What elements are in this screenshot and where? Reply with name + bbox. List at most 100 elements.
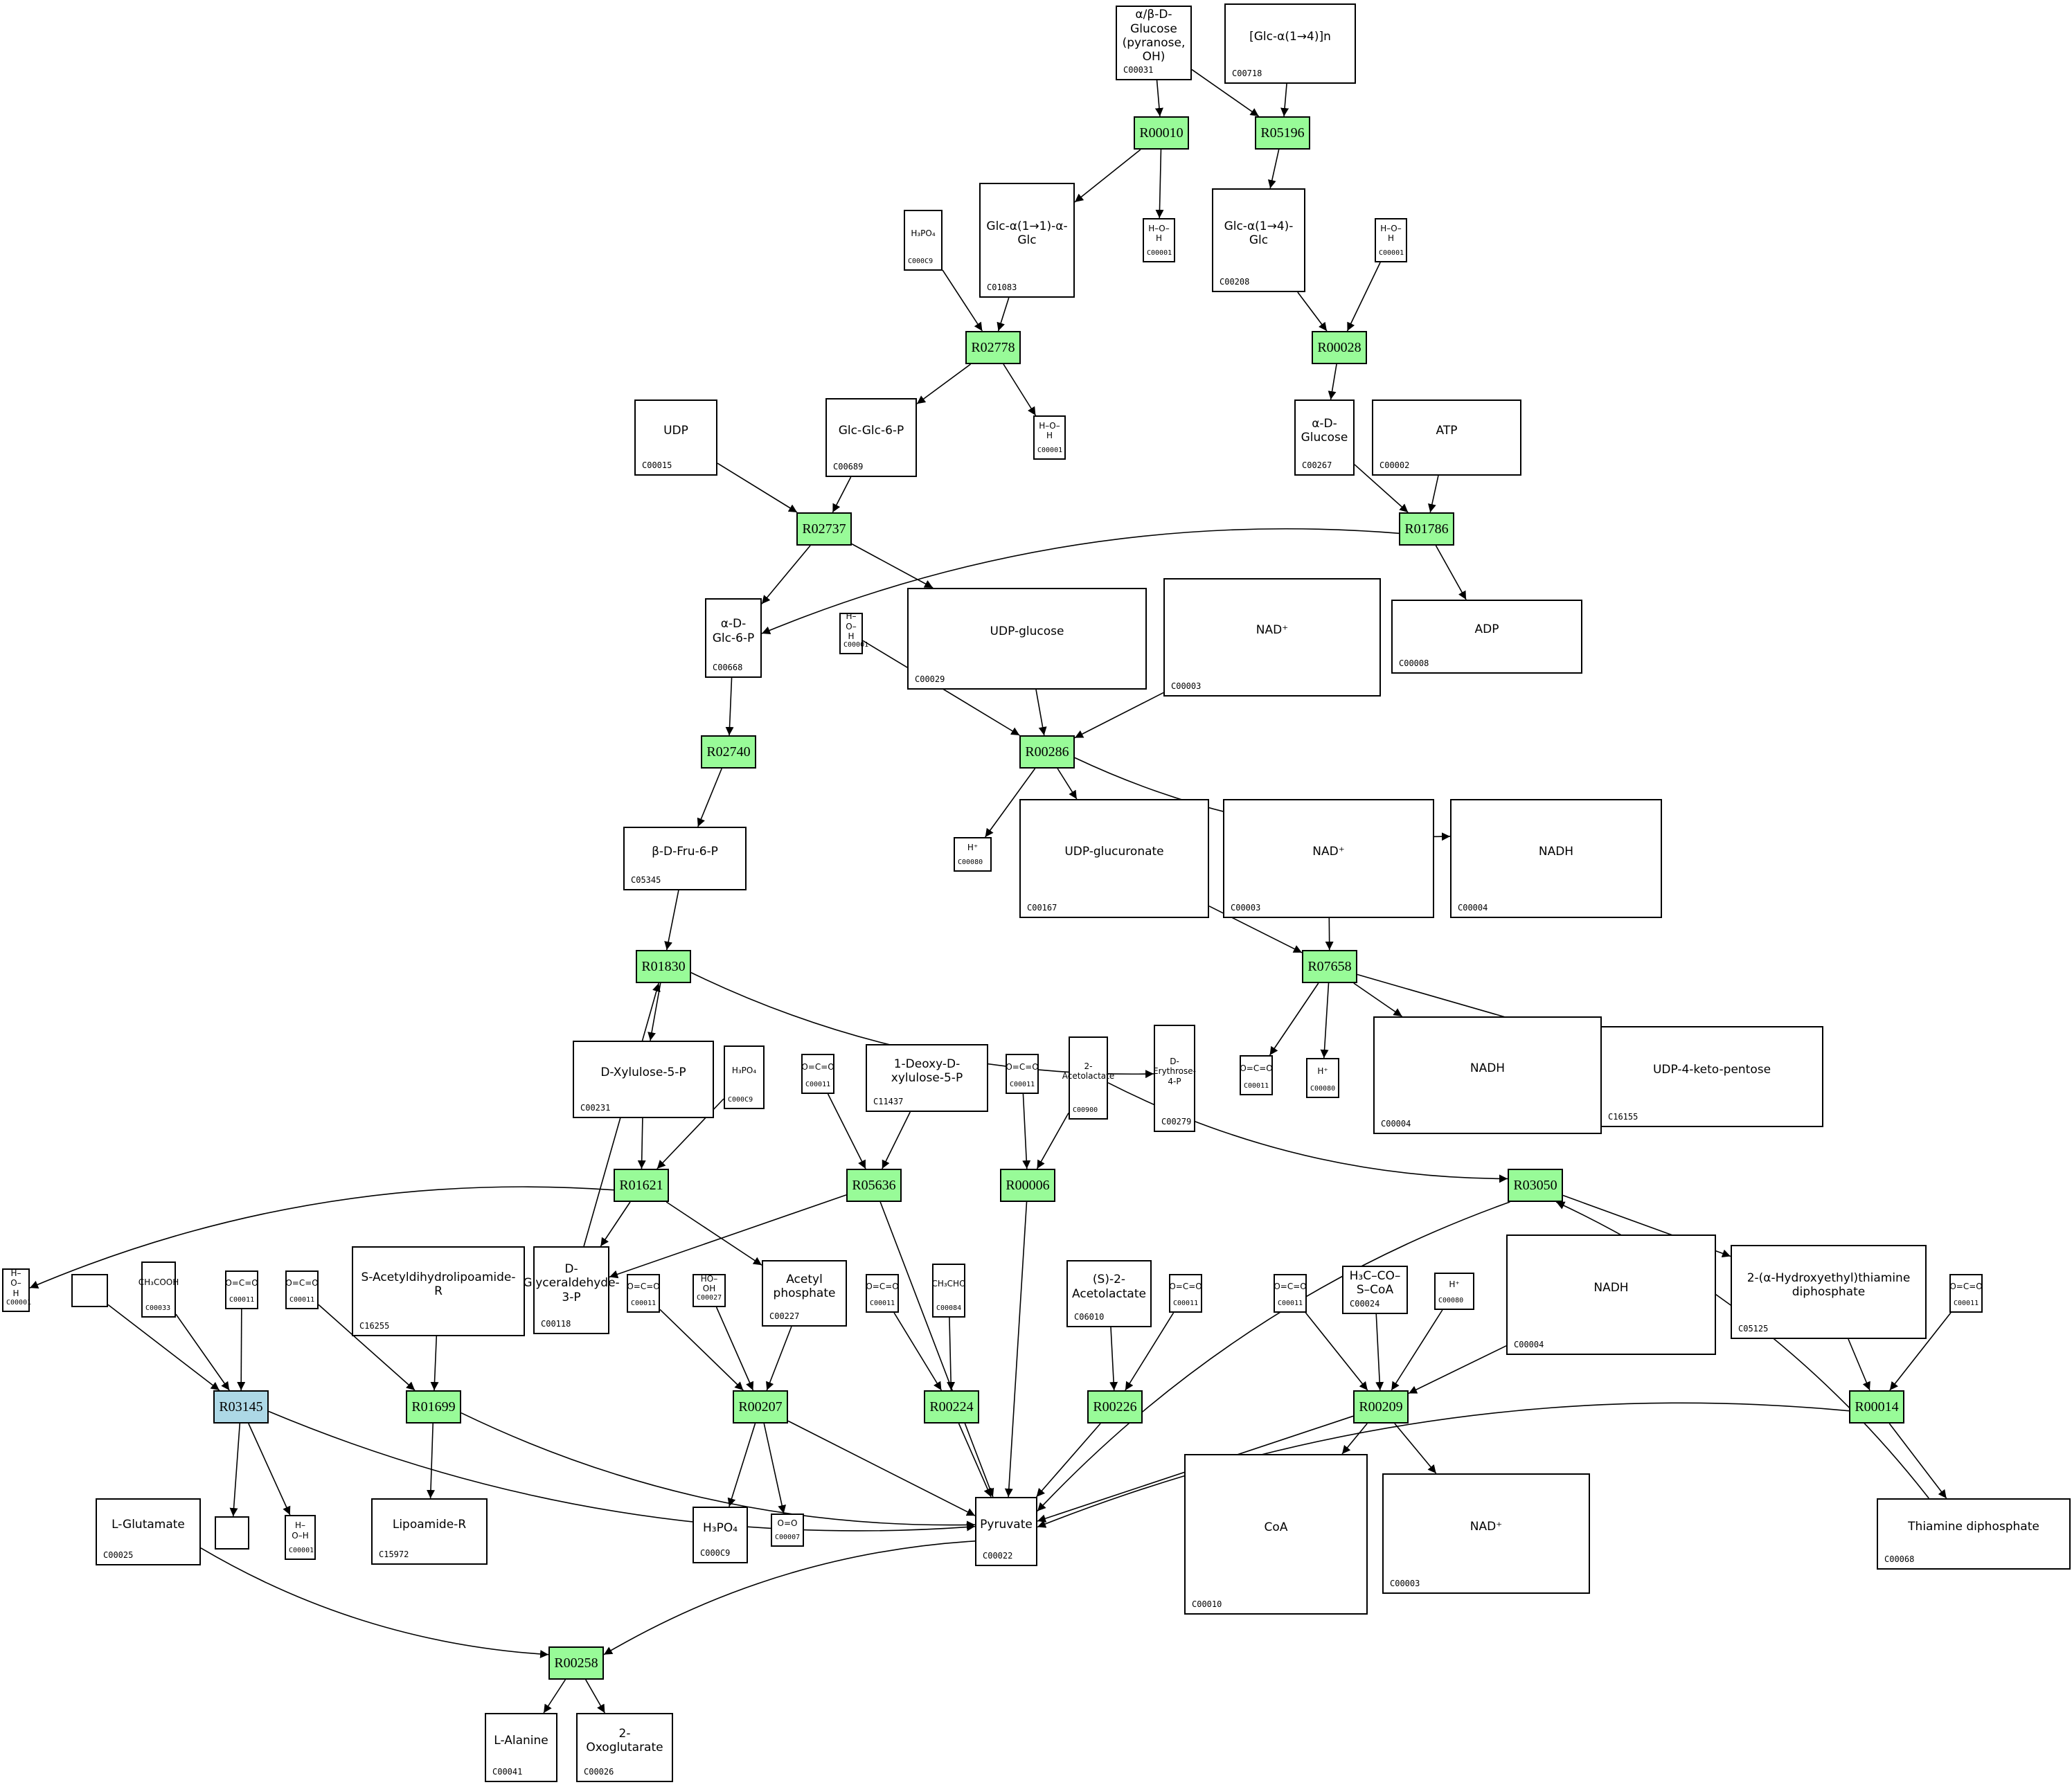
reaction-node-r02737[interactable]: R02737 (796, 512, 852, 546)
compound-node-c00080[interactable]: H⁺C00080 (1306, 1058, 1339, 1098)
reaction-node-r00226[interactable]: R00226 (1087, 1390, 1143, 1424)
compound-node-c00031[interactable]: α/β-D-Glucose (pyranose, OH)C00031 (1116, 6, 1192, 80)
reaction-node-r00209[interactable]: R00209 (1353, 1390, 1409, 1424)
compound-structure (216, 1525, 248, 1527)
reaction-node-r00014[interactable]: R00014 (1849, 1390, 1904, 1424)
compound-structure: CoA (1264, 1520, 1288, 1534)
reaction-node-r07658[interactable]: R07658 (1302, 950, 1357, 983)
compound-structure: H⁺ (1317, 1066, 1328, 1076)
reaction-node-r00010[interactable]: R00010 (1134, 116, 1189, 150)
reaction-node-r02740[interactable]: R02740 (701, 735, 756, 769)
reaction-node-r00258[interactable]: R00258 (548, 1646, 604, 1680)
edge-arrow (248, 1423, 291, 1516)
reaction-node-r05636[interactable]: R05636 (846, 1169, 902, 1202)
reaction-node-r01830[interactable]: R01830 (636, 950, 691, 983)
compound-node-empty[interactable] (215, 1516, 249, 1550)
edge-arrow (1125, 1312, 1175, 1391)
reaction-node-r01786[interactable]: R01786 (1399, 512, 1454, 546)
compound-node-empty[interactable] (71, 1274, 108, 1307)
reaction-node-r02778[interactable]: R02778 (965, 331, 1021, 364)
reaction-node-r00207[interactable]: R00207 (733, 1390, 788, 1424)
compound-structure: H₃C–CO–S–CoA (1349, 1268, 1401, 1297)
edge-arrow (1267, 149, 1280, 189)
edge-arrow (882, 1111, 911, 1169)
reaction-node-r00286[interactable]: R00286 (1019, 735, 1075, 769)
reaction-node-r01699[interactable]: R01699 (406, 1390, 461, 1424)
reaction-node-r00006[interactable]: R00006 (1000, 1169, 1055, 1202)
edge-arrow (1036, 1113, 1069, 1169)
compound-structure: O=C=O (801, 1061, 834, 1072)
reaction-node-r03050[interactable]: R03050 (1508, 1169, 1563, 1202)
reaction-node-r01621[interactable]: R01621 (614, 1169, 669, 1202)
reaction-node-r00028[interactable]: R00028 (1312, 331, 1367, 364)
edge-arrow (1269, 982, 1319, 1056)
compound-node-c00003[interactable]: NAD⁺C00003 (1163, 578, 1381, 697)
edge-arrow (1036, 1423, 1101, 1498)
compound-node-c00080[interactable]: H⁺C00080 (954, 837, 992, 872)
compound-node-c00080[interactable]: H⁺C00080 (1434, 1273, 1474, 1310)
reaction-node-r00224[interactable]: R00224 (924, 1390, 979, 1424)
compound-node-c00003[interactable]: NAD⁺C00003 (1382, 1473, 1590, 1594)
compound-node-c00003[interactable]: NAD⁺C00003 (1223, 799, 1434, 918)
reaction-node-r03145[interactable]: R03145 (213, 1390, 269, 1424)
reaction-node-r05196[interactable]: R05196 (1255, 116, 1310, 150)
edge-arrow (1037, 1201, 1510, 1512)
